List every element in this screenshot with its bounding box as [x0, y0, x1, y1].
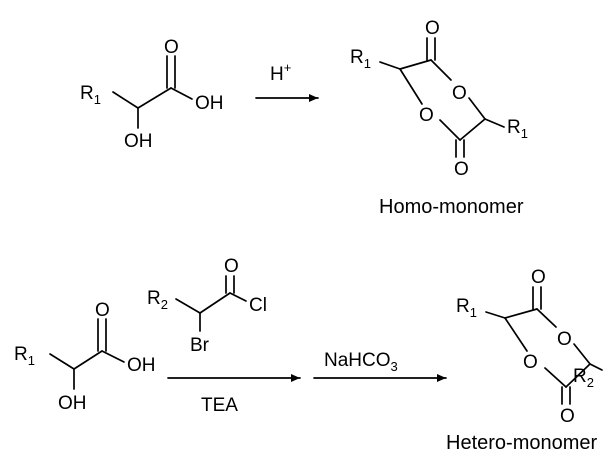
hydroxyl-label: OH [124, 131, 153, 152]
ring-oxygen-right: O [557, 329, 572, 350]
bond [589, 363, 603, 371]
hetero-monomer-caption: Hetero-monomer [446, 432, 598, 454]
bond [399, 68, 423, 105]
carbonyl-oxygen: O [95, 300, 110, 321]
bond [536, 308, 557, 328]
bond [485, 311, 506, 319]
bond [101, 350, 125, 363]
ring-oxygen-left: O [419, 105, 434, 126]
hydroxyl-label: OH [58, 393, 87, 414]
r1-top-label: R1 [456, 296, 477, 320]
acid-catalyst-label: H+ [270, 60, 291, 85]
acid-oh-label: OH [195, 93, 224, 114]
arrow-head [309, 94, 318, 102]
r1-label: R1 [14, 344, 35, 368]
reaction1-arrow: H+ [255, 60, 319, 102]
bond [573, 343, 591, 365]
bond [73, 350, 103, 370]
reaction2-product-ring: O O O O R1 R2 Hetero-monomer [446, 267, 603, 454]
bond [544, 367, 567, 388]
carbonyl-oxygen-top: O [531, 267, 546, 288]
reaction2-bromoacyl-chloride: R2 O Cl Br [147, 256, 267, 356]
bond [459, 118, 486, 141]
r1-top-label: R1 [350, 47, 371, 71]
acid-oh-label: OH [127, 355, 156, 376]
bond [468, 97, 486, 120]
ring-oxygen-right: O [452, 83, 467, 104]
bond [49, 353, 75, 370]
homo-monomer-caption: Homo-monomer [379, 196, 524, 218]
ring-oxygen-left: O [523, 352, 538, 373]
bond [229, 292, 247, 302]
bond [430, 59, 452, 81]
bond [199, 292, 231, 314]
r2-bottom-label: R2 [573, 366, 594, 390]
bond [439, 119, 461, 141]
bond [137, 87, 172, 109]
r2-label: R2 [147, 288, 168, 312]
carbonyl-oxygen-top: O [425, 18, 440, 39]
arrow-head [437, 374, 446, 382]
reaction2-arrow-step1: TEA [167, 374, 301, 416]
bond [399, 59, 432, 70]
arrow-head [291, 374, 300, 382]
reaction1-lactic-acid: R1 O OH OH [80, 37, 224, 152]
bond [379, 61, 401, 70]
acyl-carbonyl-oxygen: O [224, 256, 239, 277]
bond [170, 87, 193, 100]
carbonyl-oxygen: O [164, 37, 179, 58]
nahco3-reagent-label: NaHCO3 [324, 350, 398, 374]
r1-bottom-label: R1 [507, 117, 528, 141]
reaction2-lactic-acid: R1 O OH OH [14, 300, 156, 414]
carbonyl-oxygen-bottom: O [560, 406, 575, 427]
bond [484, 118, 505, 128]
r1-label: R1 [80, 83, 101, 107]
reaction1-product-ring: O O O O R1 R1 Homo-monomer [350, 18, 528, 218]
bond [504, 317, 528, 352]
reaction2-arrow-step2: NaHCO3 [313, 350, 447, 382]
bond [112, 91, 139, 109]
bromine-label: Br [190, 335, 210, 356]
carbonyl-oxygen-bottom: O [454, 159, 469, 180]
bond [504, 308, 538, 319]
bond [175, 298, 201, 314]
tea-reagent-label: TEA [201, 395, 238, 416]
bond [565, 363, 591, 388]
chlorine-label: Cl [249, 295, 267, 316]
